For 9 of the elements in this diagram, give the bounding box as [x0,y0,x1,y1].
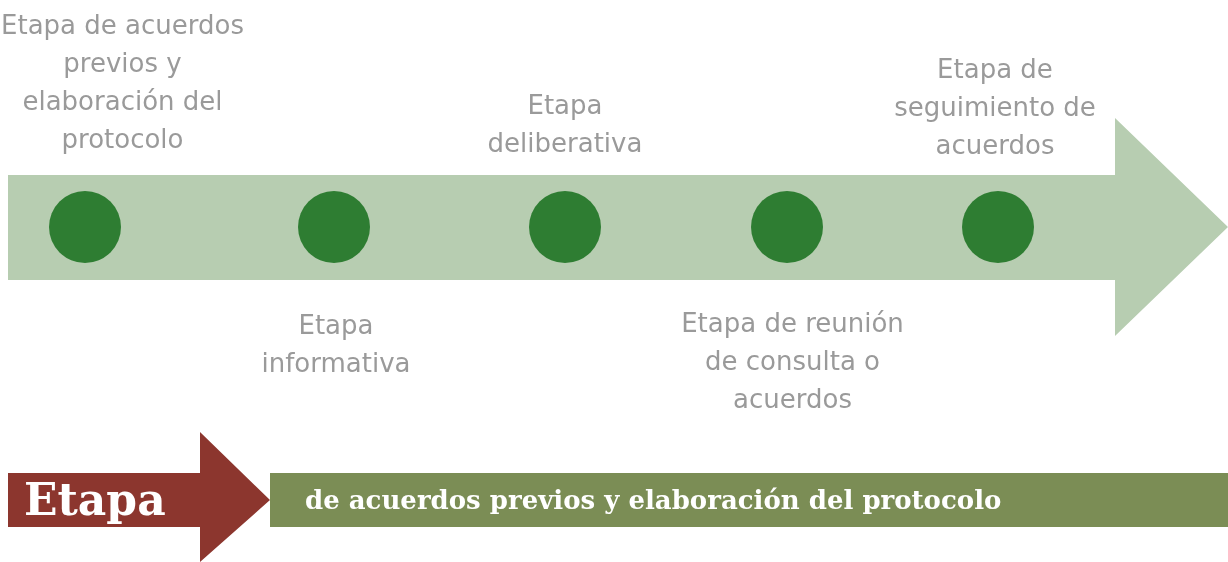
stage-label: Etapa de seguimiento de acuerdos [893,53,1097,162]
stage-label: Etapa informativa [260,309,412,380]
banner-arrow [8,432,270,562]
stage-label: Etapa deliberativa [486,89,644,160]
banner-text: de acuerdos previos y elaboración del protocolo [305,484,1002,517]
stage-label: Etapa de acuerdos previos y elaboración del protocolo [0,9,245,156]
banner-text: Etapa [24,473,166,527]
title-banner [270,473,1228,527]
stage-label: Etapa de reunión de consulta o acuerdos [680,307,905,416]
